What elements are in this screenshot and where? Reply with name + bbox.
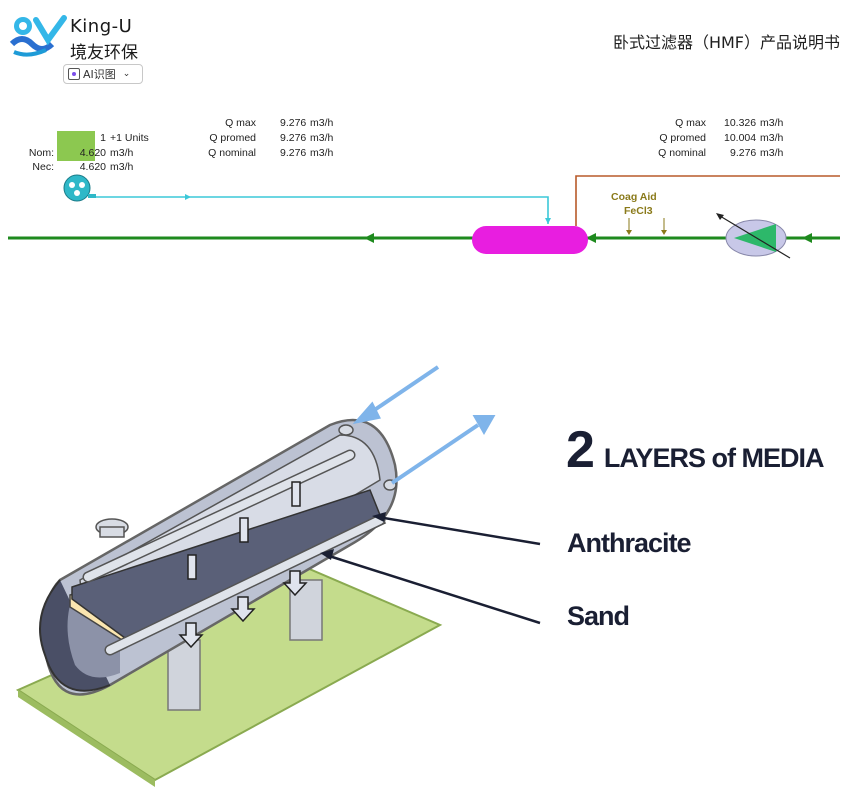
units-box xyxy=(57,131,95,161)
left-flow-unit: m3/h xyxy=(310,132,334,144)
units-value: 1 xyxy=(100,132,106,144)
left-flow-label: Q promed xyxy=(209,132,256,144)
nom-label: Nom: xyxy=(28,147,54,159)
filter-tank xyxy=(472,226,588,254)
backwash-line xyxy=(575,175,840,226)
brand-logo xyxy=(8,14,68,60)
nom-value: 4.620 xyxy=(79,147,106,159)
chevron-down-icon: ⌄ xyxy=(122,69,131,79)
right-flow-label: Q max xyxy=(675,117,706,129)
right-flow-unit: m3/h xyxy=(760,132,784,144)
process-flow-diagram xyxy=(8,131,840,259)
right-flow-value: 10.326 xyxy=(724,117,757,129)
pump-icon xyxy=(63,174,96,202)
outlet-arrow xyxy=(390,415,496,485)
brand-name-cn: 境友环保 xyxy=(70,43,138,63)
support-leg xyxy=(289,579,323,641)
ai-recognize-button[interactable]: AI识图 ⌄ xyxy=(63,64,143,84)
right-flow-label: Q nominal xyxy=(658,147,706,159)
left-flow-value: 9.276 xyxy=(280,147,307,159)
right-flow-value: 9.276 xyxy=(730,147,757,159)
left-flow-value: 9.276 xyxy=(280,117,307,129)
support-leg xyxy=(167,639,201,711)
coag-aid-label: Coag Aid xyxy=(611,191,657,203)
feed-pump-icon xyxy=(716,213,791,259)
left-flow-value: 9.276 xyxy=(280,132,307,144)
ai-scan-icon xyxy=(68,68,80,80)
media-heading: 2 LAYERS of MEDIA xyxy=(566,420,825,480)
left-flow-unit: m3/h xyxy=(310,147,334,159)
nec-unit: m3/h xyxy=(110,161,134,173)
right-flow-label: Q promed xyxy=(659,132,706,144)
document-title: 卧式过滤器（HMF）产品说明书 xyxy=(612,33,840,52)
inlet-arrow xyxy=(352,365,440,425)
media-count: 2 xyxy=(566,421,595,479)
logo-mark-icon xyxy=(9,15,67,57)
horizontal-filter-illustration xyxy=(15,365,541,787)
nec-label: Nec: xyxy=(32,161,54,173)
anthracite-label: Anthracite xyxy=(567,528,692,558)
media-heading-text: LAYERS of MEDIA xyxy=(603,443,825,473)
dosing-line xyxy=(96,196,549,224)
nec-value: 4.620 xyxy=(79,161,106,173)
right-flow-unit: m3/h xyxy=(760,147,784,159)
left-flow-unit: m3/h xyxy=(310,117,334,129)
left-flow-label: Q nominal xyxy=(208,147,256,159)
units-label: +1 Units xyxy=(110,132,149,144)
sand-label: Sand xyxy=(567,601,630,631)
right-flow-unit: m3/h xyxy=(760,117,784,129)
brand-name-en: King-U xyxy=(70,16,133,37)
right-flow-value: 10.004 xyxy=(724,132,757,144)
fecl3-label: FeCl3 xyxy=(624,205,653,217)
left-flow-label: Q max xyxy=(225,117,256,129)
ai-button-label: AI识图 xyxy=(83,68,116,81)
nom-unit: m3/h xyxy=(110,147,134,159)
